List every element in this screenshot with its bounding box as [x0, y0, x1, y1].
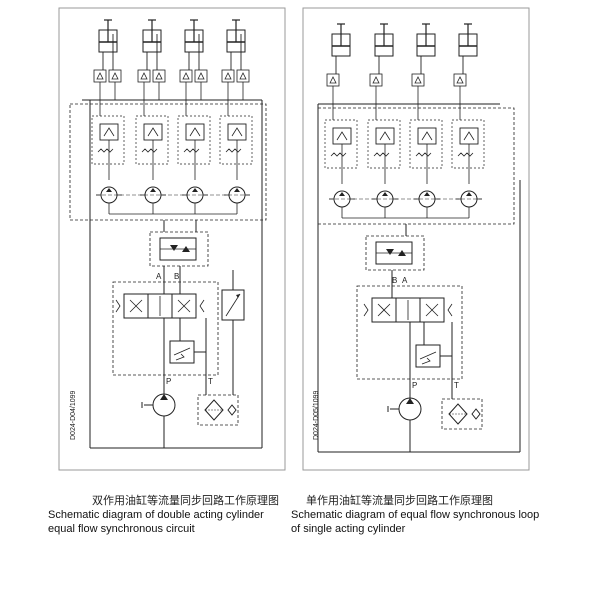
check-valve	[221, 69, 250, 116]
valve-row	[91, 115, 253, 180]
flow-divider-motor	[96, 186, 122, 214]
left-caption-en-1: Schematic diagram of double acting cylin…	[48, 509, 264, 521]
flow-divider-row	[96, 186, 250, 215]
hydraulic-cylinder	[226, 19, 246, 70]
cylinder-row	[326, 23, 478, 120]
check-valve	[326, 73, 340, 120]
pressure-valve	[324, 119, 358, 184]
main-lines	[82, 99, 263, 449]
port-a-label: A	[156, 272, 162, 281]
relief-valve	[415, 344, 441, 368]
pressure-valve	[451, 119, 485, 184]
check-valve	[179, 69, 208, 116]
right-diagram: B A P T D024-D05/1099	[302, 7, 530, 471]
port-p-label: P	[166, 377, 171, 386]
hydraulic-cylinder	[374, 23, 394, 74]
pressure-valve	[91, 115, 125, 180]
directional-valve	[115, 293, 205, 319]
valve-row	[324, 119, 485, 184]
pump	[387, 397, 422, 421]
right-caption-cn: 单作用油缸等流量同步回路工作原理图	[306, 494, 493, 507]
flow-divider-row	[329, 190, 482, 219]
hydraulic-cylinder	[416, 23, 436, 74]
directional-valve	[363, 297, 453, 323]
control-block-enclosure	[112, 281, 219, 376]
throttle-valve	[221, 289, 245, 321]
hydraulic-cylinder	[331, 23, 351, 74]
right-caption-en-1: Schematic diagram of equal flow synchron…	[291, 509, 540, 521]
hydraulic-cylinder	[98, 19, 118, 70]
relief-valve	[169, 340, 195, 364]
left-caption-cn: 双作用油缸等流量同步回路工作原理图	[92, 494, 279, 507]
port-p-label: P	[412, 381, 417, 390]
pressure-valve	[219, 115, 253, 180]
check-valve	[411, 73, 425, 120]
check-valve	[93, 69, 122, 116]
synchronous-unit-enclosure	[69, 103, 267, 221]
pressure-valve	[409, 119, 443, 184]
flow-divider-motor	[456, 190, 482, 218]
port-t-label: T	[208, 377, 213, 386]
filter-cooler	[197, 394, 239, 426]
filter-cooler	[441, 398, 483, 430]
pressure-valve	[177, 115, 211, 180]
check-valve	[137, 69, 166, 116]
pressure-valve	[367, 119, 401, 184]
diagram-frame	[302, 7, 530, 471]
counterbalance-valve	[365, 235, 425, 271]
check-valve	[453, 73, 467, 120]
drawing-code: D024-D04/1099	[70, 390, 77, 440]
pressure-valve	[135, 115, 169, 180]
port-t-label: T	[454, 381, 459, 390]
left-caption-en-2: equal flow synchronous circuit	[48, 523, 195, 535]
flow-divider-motor	[140, 186, 166, 214]
port-a-label: A	[402, 276, 408, 285]
flow-divider-motor	[372, 190, 398, 218]
cylinder-row	[93, 19, 250, 116]
counterbalance-valve	[149, 231, 209, 267]
main-lines	[317, 103, 521, 453]
flow-divider-motor	[329, 190, 355, 218]
synchronous-unit-enclosure	[317, 107, 515, 225]
left-diagram: A B P T D024-D04/1099	[58, 7, 286, 471]
port-b-label: B	[174, 272, 179, 281]
port-b-label: B	[392, 276, 397, 285]
hydraulic-cylinder	[458, 23, 478, 74]
right-caption-en-2: of single acting cylinder	[291, 523, 406, 535]
hydraulic-cylinder	[184, 19, 204, 70]
flow-divider-motor	[182, 186, 208, 214]
flow-divider-motor	[224, 186, 250, 214]
drawing-code: D024-D05/1099	[313, 390, 320, 440]
hydraulic-cylinder	[142, 19, 162, 70]
flow-divider-motor	[414, 190, 440, 218]
pump	[141, 393, 176, 417]
check-valve	[369, 73, 383, 120]
diagram-frame	[58, 7, 286, 471]
